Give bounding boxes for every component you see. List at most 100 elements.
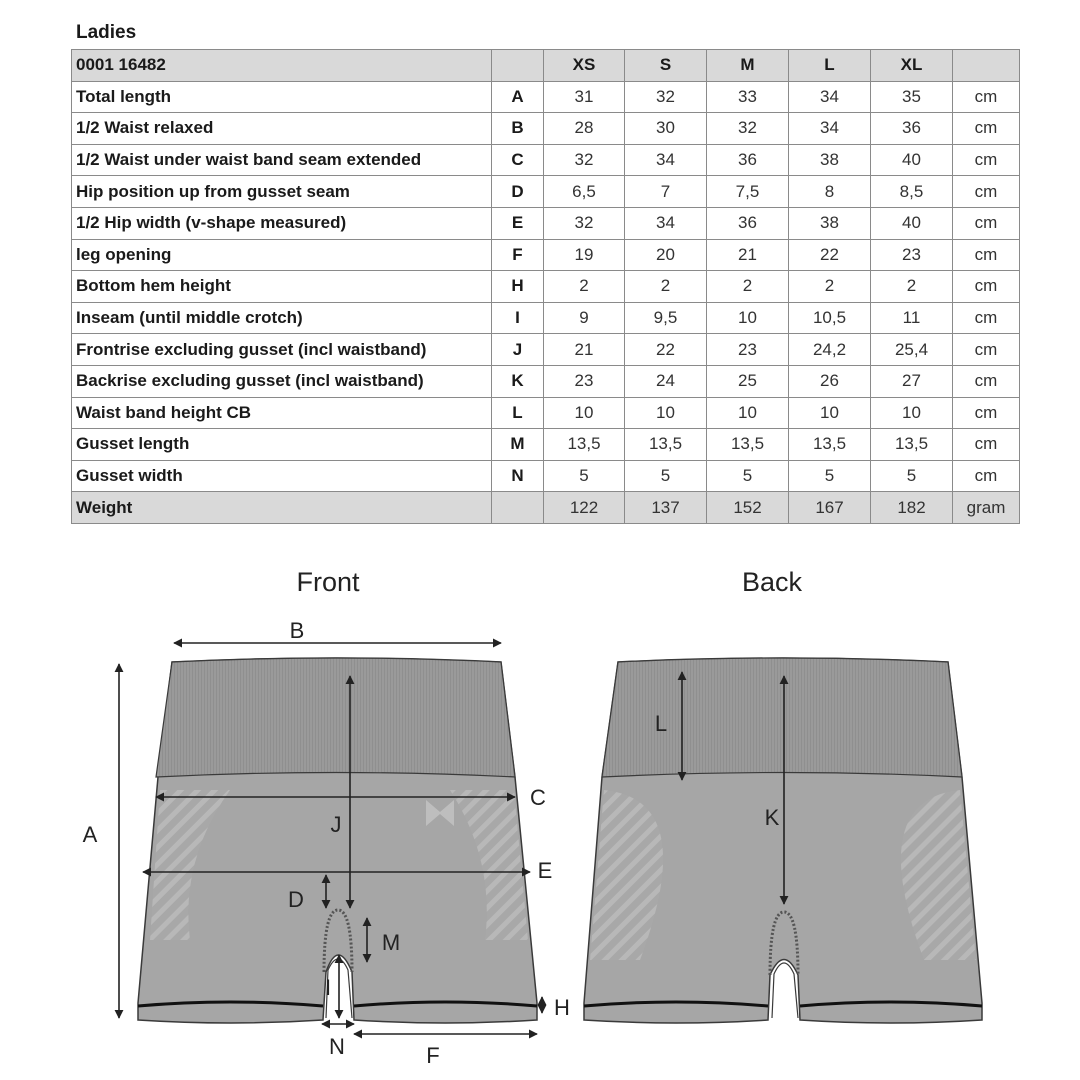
garment-diagram: Front Back A B C D E F H I J M N K L: [83, 567, 983, 1068]
measurement-value: 7,5: [706, 175, 789, 208]
measurement-code: E: [491, 206, 544, 240]
measurement-value: 10: [543, 396, 625, 430]
measurement-value: 36: [706, 143, 789, 177]
measurement-value: 36: [870, 112, 953, 145]
measurement-unit: cm: [952, 206, 1020, 240]
measurement-name: Inseam (until middle crotch): [71, 301, 492, 335]
measurement-code: L: [491, 396, 544, 430]
size-header-xl: XL: [870, 49, 953, 82]
measurement-unit: cm: [952, 238, 1020, 272]
measurement-name: 1/2 Waist under waist band seam extended: [71, 143, 492, 177]
weight-label: Weight: [71, 491, 492, 524]
measurement-value: 13,5: [870, 428, 953, 461]
measurement-value: 13,5: [543, 428, 625, 461]
measurement-value: 34: [624, 143, 707, 177]
measurement-code: D: [491, 175, 544, 208]
measurement-value: 21: [543, 333, 625, 366]
label-l: L: [655, 711, 667, 736]
measurement-unit: cm: [952, 364, 1020, 398]
measurement-value: 10: [624, 396, 707, 430]
back-shorts: [583, 657, 983, 1024]
weight-value: 137: [624, 491, 707, 524]
measurement-unit: cm: [952, 459, 1020, 493]
weight-value: 122: [543, 491, 625, 524]
weight-code-cell: [491, 491, 544, 524]
measurement-unit: cm: [952, 80, 1020, 114]
weight-unit: gram: [952, 491, 1020, 524]
table-row: Frontrise excluding gusset (incl waistba…: [71, 333, 1020, 366]
measurement-value: 20: [624, 238, 707, 272]
label-d: D: [288, 887, 304, 912]
measurement-value: 10: [788, 396, 871, 430]
measurement-value: 7: [624, 175, 707, 208]
measurement-value: 13,5: [706, 428, 789, 461]
chart-title: Ladies: [76, 22, 137, 43]
brand-logo: [426, 800, 454, 826]
back-view-title: Back: [742, 567, 803, 597]
measurement-value: 30: [624, 112, 707, 145]
measurement-unit: cm: [952, 143, 1020, 177]
measurement-value: 2: [706, 270, 789, 303]
front-view-title: Front: [296, 567, 360, 597]
measurement-value: 32: [543, 206, 625, 240]
measurement-value: 6,5: [543, 175, 625, 208]
measurement-code: K: [491, 364, 544, 398]
label-n: N: [329, 1034, 345, 1059]
measurement-value: 23: [543, 364, 625, 398]
header-code-cell: [491, 49, 544, 82]
measurement-code: N: [491, 459, 544, 493]
size-header-m: M: [706, 49, 789, 82]
measurement-value: 38: [788, 143, 871, 177]
measurement-name: 1/2 Waist relaxed: [71, 112, 492, 145]
measurement-unit: cm: [952, 396, 1020, 430]
measurement-value: 5: [870, 459, 953, 493]
measurement-value: 24,2: [788, 333, 871, 366]
measurement-value: 34: [788, 80, 871, 114]
measurement-value: 21: [706, 238, 789, 272]
measurement-value: 32: [543, 143, 625, 177]
measurement-unit: cm: [952, 175, 1020, 208]
measurement-name: Frontrise excluding gusset (incl waistba…: [71, 333, 492, 366]
measurement-value: 13,5: [624, 428, 707, 461]
label-m: M: [382, 930, 400, 955]
measurement-name: Bottom hem height: [71, 270, 492, 303]
measurement-value: 36: [706, 206, 789, 240]
measurement-value: 5: [624, 459, 707, 493]
measurement-value: 34: [788, 112, 871, 145]
label-h: H: [554, 995, 570, 1020]
header-unit-cell: [952, 49, 1020, 82]
measurement-unit: cm: [952, 301, 1020, 335]
measurement-unit: cm: [952, 112, 1020, 145]
label-j: J: [331, 812, 342, 837]
measurement-value: 8: [788, 175, 871, 208]
measurement-value: 5: [543, 459, 625, 493]
measurement-value: 32: [624, 80, 707, 114]
measurement-value: 5: [788, 459, 871, 493]
label-k: K: [765, 805, 780, 830]
label-f: F: [426, 1043, 439, 1068]
measurement-value: 13,5: [788, 428, 871, 461]
measurement-value: 2: [788, 270, 871, 303]
measurement-value: 40: [870, 143, 953, 177]
measurement-value: 32: [706, 112, 789, 145]
measurement-value: 10,5: [788, 301, 871, 335]
measurement-value: 11: [870, 301, 953, 335]
measurement-code: J: [491, 333, 544, 366]
measurement-name: 1/2 Hip width (v-shape measured): [71, 206, 492, 240]
measurement-value: 2: [870, 270, 953, 303]
measurement-value: 5: [706, 459, 789, 493]
measurement-name: Total length: [71, 80, 492, 114]
measurement-code: C: [491, 143, 544, 177]
measurement-value: 22: [624, 333, 707, 366]
measurement-code: B: [491, 112, 544, 145]
measurement-code: I: [491, 301, 544, 335]
measurement-value: 10: [706, 396, 789, 430]
